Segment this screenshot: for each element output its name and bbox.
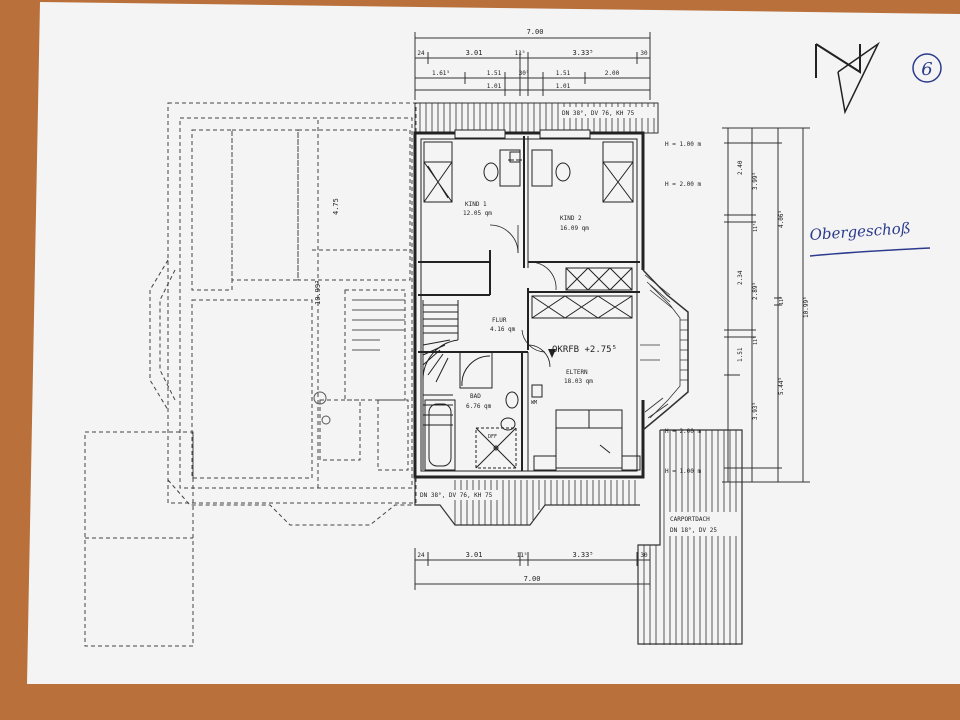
height-label-3: H = 2.00 m [665, 428, 702, 435]
cabinets [423, 141, 634, 319]
right-dim-c2-b: 11⁵ [753, 223, 759, 232]
wm-label: WM [531, 400, 537, 406]
right-dim-c2-a: 3.99⁵ [752, 172, 759, 190]
roof-label-top: DN 38°, DV 76, KH 75 [562, 110, 635, 117]
page-number: 6 [921, 59, 932, 80]
room-name-kind2: KIND 2 [560, 215, 582, 222]
level-marker-triangle [548, 349, 556, 358]
left-dim-1: 4.75 [332, 198, 340, 215]
page-number-circle [912, 53, 942, 83]
right-dim-c1-a: 2.40 [737, 160, 744, 175]
room-area-bad: 6.76 qm [466, 403, 492, 410]
top-dim-2-c: 30⁵ [519, 70, 530, 77]
top-dim-2-d: 1.51 [556, 70, 571, 77]
top-dim-3-a: 1.01 [487, 83, 502, 90]
room-area-kind2: 16.09 qm [560, 225, 589, 232]
top-dim-1-c: 11⁵ [515, 50, 526, 57]
room-area-eltern: 18.03 qm [564, 378, 593, 385]
room-area-kind1: 12.05 qm [463, 210, 492, 217]
room-name-kind1: KIND 1 [465, 201, 487, 208]
roof-label-bottom: DN 38°, DV 76, KH 75 [420, 492, 493, 499]
room-name-eltern: ELTERN [566, 369, 588, 376]
height-label-4: H = 1.00 m [665, 468, 702, 475]
top-dim-1-a: 24 [417, 50, 425, 57]
desks [483, 149, 571, 187]
right-dim-c3-c: 5.44⁵ [778, 377, 785, 395]
right-dim-c1-c: 1.51 [737, 347, 744, 362]
lower-floor-outline [84, 102, 417, 647]
paper-sheet [27, 2, 960, 684]
top-dim-1-e: 30 [640, 50, 648, 57]
room-area-flur: 4.16 qm [490, 326, 516, 333]
top-dim-2-b: 1.51 [487, 70, 502, 77]
right-dim-c2-d: 11⁵ [753, 336, 759, 345]
door-swings [489, 224, 557, 368]
top-dim-3-b: 1.01 [556, 83, 571, 90]
bottom-dim-c: 11⁵ [517, 552, 528, 559]
bath-fixtures [424, 351, 543, 471]
right-dim-c3-b: 11⁵ [779, 296, 785, 305]
right-dimension-lines [722, 127, 810, 483]
staircase [422, 300, 459, 470]
double-bed [533, 409, 641, 471]
room-name-flur: FLUR [492, 317, 507, 324]
room-name-bad: BAD [470, 393, 481, 400]
carport-title: CARPORTDACH [670, 516, 710, 523]
floor-title-underline [809, 247, 931, 257]
bottom-dim-e: 30 [640, 552, 648, 559]
right-dim-c2-e: 3.93⁵ [752, 402, 759, 420]
bottom-dim-a: 24 [417, 552, 425, 559]
top-dimension-lines [414, 32, 651, 100]
bottom-dim-d: 3.33⁵ [572, 551, 593, 559]
upper-floor-walls [413, 131, 645, 479]
top-dim-1-d: 3.33⁵ [572, 49, 593, 57]
lower-floor-stair [313, 299, 405, 425]
top-dim-2-a: 1.61⁵ [432, 70, 450, 77]
left-dim-2: 10.99⁵ [314, 280, 322, 305]
top-dim-2-e: 2.00 [605, 70, 620, 77]
top-dim-1-b: 3.01 [466, 49, 483, 57]
carport-spec: DN 18°, DV 25 [670, 527, 717, 534]
dff-label: DFF [488, 434, 497, 440]
bottom-overall-dim: 7.00 [524, 575, 541, 583]
north-arrow-icon [815, 41, 880, 115]
height-label-2: H = 2.00 m [665, 181, 702, 188]
bottom-dim-b: 3.01 [466, 551, 483, 559]
carport-roof [637, 429, 743, 645]
right-dim-c3-a: 4.06⁵ [778, 210, 785, 228]
level-mark: OKRFB +2.75⁵ [552, 345, 617, 355]
top-overall-dim: 7.00 [527, 28, 544, 36]
roof-hatch-bottom [414, 477, 640, 526]
height-label-1: H = 1.00 m [665, 141, 702, 148]
dormer-windows [454, 129, 591, 139]
bottom-dimension-lines [414, 548, 651, 590]
right-dim-c2-c: 2.89⁵ [752, 282, 759, 300]
right-dim-total: 10.99⁵ [803, 296, 810, 318]
right-dim-c1-b: 2.34 [737, 270, 744, 285]
bay-window [640, 269, 689, 431]
